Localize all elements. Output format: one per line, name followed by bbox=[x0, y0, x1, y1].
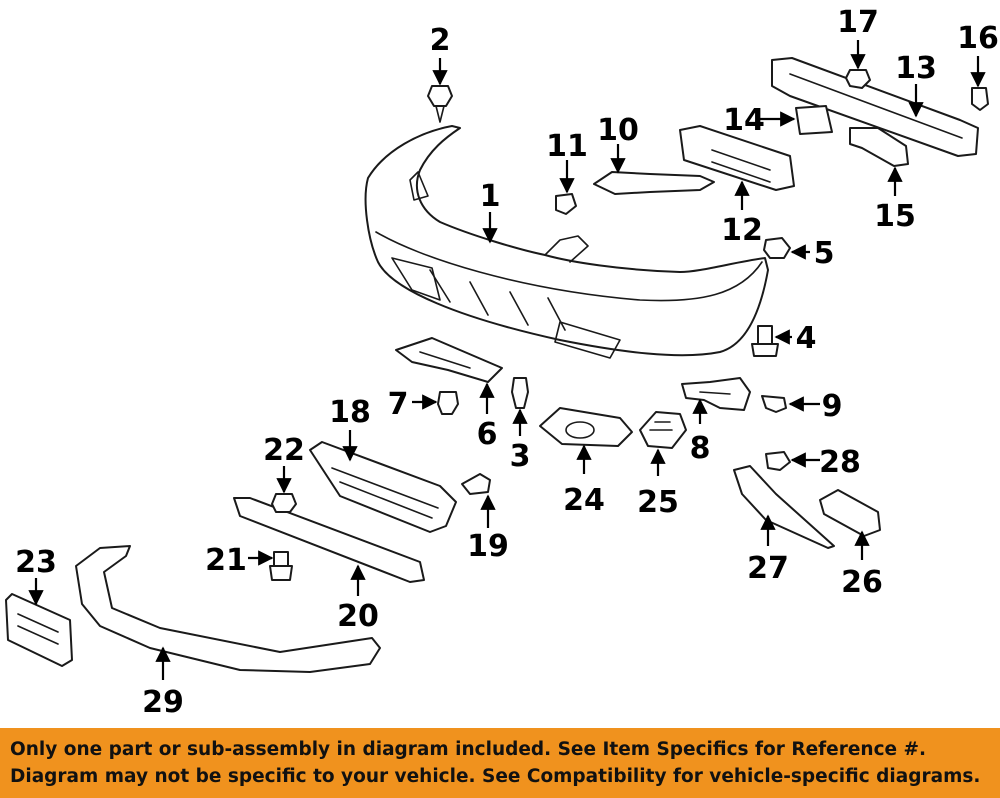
bumper-exploded-diagram: 1 2 3 4 5 6 7 8 9 10 11 12 13 14 15 16 1… bbox=[5, 5, 999, 720]
part-side-support[interactable] bbox=[733, 465, 835, 549]
callout-25[interactable]: 25 bbox=[637, 485, 679, 520]
part-bumper-cover[interactable] bbox=[364, 125, 769, 359]
part-bracket-arm[interactable] bbox=[593, 171, 715, 195]
part-clip-28[interactable] bbox=[765, 451, 791, 471]
callout-13[interactable]: 13 bbox=[895, 51, 937, 86]
callout-5[interactable]: 5 bbox=[814, 236, 835, 271]
callout-16[interactable]: 16 bbox=[957, 21, 999, 56]
part-screw-11[interactable] bbox=[555, 193, 577, 215]
callout-22[interactable]: 22 bbox=[263, 433, 305, 468]
part-bolt-16[interactable] bbox=[971, 87, 989, 111]
callout-2[interactable]: 2 bbox=[430, 23, 451, 58]
callout-19[interactable]: 19 bbox=[467, 529, 509, 564]
callout-12[interactable]: 12 bbox=[721, 213, 763, 248]
part-lower-bracket[interactable] bbox=[395, 337, 503, 383]
part-pad[interactable] bbox=[795, 105, 833, 135]
part-mount-bracket[interactable] bbox=[849, 127, 909, 167]
callout-20[interactable]: 20 bbox=[337, 599, 379, 634]
part-fastener-3[interactable] bbox=[511, 377, 529, 409]
part-fog-bezel[interactable] bbox=[539, 407, 633, 447]
disclaimer-line-2: Diagram may not be specific to your vehi… bbox=[10, 766, 981, 787]
callout-labels: 1 2 3 4 5 6 7 8 9 10 11 12 13 14 15 16 1… bbox=[15, 5, 999, 720]
callout-24[interactable]: 24 bbox=[563, 483, 605, 518]
callout-23[interactable]: 23 bbox=[15, 545, 57, 580]
callout-6[interactable]: 6 bbox=[477, 417, 498, 452]
part-nut-22[interactable] bbox=[271, 493, 297, 513]
callout-28[interactable]: 28 bbox=[819, 445, 861, 480]
part-absorber[interactable] bbox=[679, 125, 795, 191]
callout-4[interactable]: 4 bbox=[796, 321, 817, 356]
callout-29[interactable]: 29 bbox=[142, 685, 184, 720]
callout-7[interactable]: 7 bbox=[388, 387, 409, 422]
part-tow-tube[interactable] bbox=[819, 489, 881, 537]
part-side-bracket[interactable] bbox=[681, 377, 751, 411]
callout-10[interactable]: 10 bbox=[597, 113, 639, 148]
callout-17[interactable]: 17 bbox=[837, 5, 879, 40]
callout-18[interactable]: 18 bbox=[329, 395, 371, 430]
callout-15[interactable]: 15 bbox=[874, 199, 916, 234]
part-push-pin[interactable] bbox=[761, 395, 787, 413]
part-bolt-7[interactable] bbox=[437, 391, 459, 415]
part-fog-lamp[interactable] bbox=[639, 411, 687, 449]
part-grille[interactable] bbox=[309, 441, 457, 533]
callout-9[interactable]: 9 bbox=[822, 389, 843, 424]
callout-3[interactable]: 3 bbox=[510, 439, 531, 474]
callout-14[interactable]: 14 bbox=[723, 103, 765, 138]
disclaimer-line-1: Only one part or sub-assembly in diagram… bbox=[10, 739, 927, 760]
part-bolt-21[interactable] bbox=[269, 551, 293, 581]
part-nut-17[interactable] bbox=[845, 69, 871, 89]
part-screw-19[interactable] bbox=[461, 473, 491, 495]
callout-27[interactable]: 27 bbox=[747, 551, 789, 586]
part-license-bracket[interactable] bbox=[5, 593, 73, 667]
callout-1[interactable]: 1 bbox=[480, 179, 501, 214]
callout-11[interactable]: 11 bbox=[546, 129, 588, 164]
part-molding-strip[interactable] bbox=[233, 497, 425, 583]
disclaimer-banner: Only one part or sub-assembly in diagram… bbox=[0, 728, 1000, 798]
part-clip-5[interactable] bbox=[763, 237, 791, 259]
callout-8[interactable]: 8 bbox=[690, 431, 711, 466]
callout-21[interactable]: 21 bbox=[205, 543, 247, 578]
part-lower-spoiler[interactable] bbox=[75, 545, 381, 673]
callout-26[interactable]: 26 bbox=[841, 565, 883, 600]
leader-arrows bbox=[28, 40, 986, 680]
part-push-clip[interactable] bbox=[427, 85, 453, 123]
part-bolt-4[interactable] bbox=[751, 325, 779, 357]
